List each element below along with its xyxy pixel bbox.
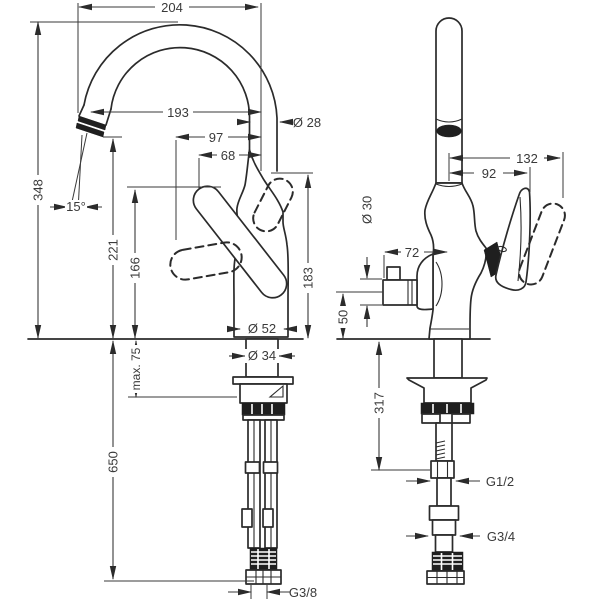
- hose-fitting: [262, 508, 274, 528]
- label-bg: [106, 447, 120, 477]
- hose-coupling: [262, 461, 279, 474]
- dim-thread-lower-label: G3/4: [487, 529, 515, 544]
- mount-nut-right: [451, 413, 471, 424]
- handle-lever-side-dashed: [518, 202, 566, 286]
- handle-lever-front: [192, 185, 288, 299]
- dim-base-dia-label: Ø 52: [248, 321, 276, 336]
- label-bg: [336, 306, 350, 328]
- dim-spout-dia-label: Ø 28: [293, 115, 321, 130]
- label-bg: [242, 322, 282, 336]
- mounting-wedge: [268, 384, 284, 398]
- thread-tick: [435, 440, 446, 444]
- dim-thread-upper-label: G1/2: [486, 474, 514, 489]
- handle-lever-side: [494, 187, 532, 292]
- dim-68-label: 68: [221, 148, 235, 163]
- dim-outlet-height-label: 221: [106, 239, 121, 261]
- spout-outer-arc: [83, 23, 278, 172]
- dim-132-label: 132: [516, 151, 538, 166]
- thread-tick: [435, 456, 446, 460]
- dim-spout-reach-label: 193: [167, 105, 189, 120]
- dim-97-label: 97: [209, 130, 223, 145]
- thread-tick: [435, 444, 446, 448]
- front-view: [27, 23, 304, 585]
- dim-166-label: 166: [128, 257, 143, 279]
- handle-inner-line: [517, 196, 522, 282]
- side-view-dimensions: 132 92 Ø 30 72 50 317 G1/2 G3/: [336, 151, 564, 544]
- dim-valve-height-label: 50: [336, 310, 351, 324]
- thread-tick: [435, 452, 446, 456]
- label-bg: [301, 263, 315, 293]
- spout-inner-arc: [110, 46, 251, 152]
- g34-adapter-bottom: [431, 519, 457, 536]
- side-view: [336, 17, 566, 585]
- valve-transition: [416, 253, 434, 311]
- spout-tube-side: [435, 17, 463, 184]
- aerator-side: [436, 124, 462, 138]
- thread-block-side: [431, 551, 464, 572]
- dim-angle-label: 15°: [66, 199, 86, 214]
- thread-tick: [435, 448, 446, 452]
- faucet-body-side: [423, 182, 488, 340]
- washer-front: [242, 414, 285, 421]
- front-view-dimensions: 204 348 193 97 68 Ø 28 15°: [30, 0, 321, 600]
- dim-shank-dia-label: Ø 34: [248, 348, 276, 363]
- g34-adapter-top: [428, 505, 460, 521]
- supply-pipe-2: [436, 477, 452, 507]
- label-bg: [372, 388, 386, 418]
- label-bg: [65, 200, 87, 213]
- label-bg: [129, 345, 143, 393]
- valve-stem: [386, 266, 401, 281]
- handle-lever-front-dashed-up: [252, 177, 294, 233]
- dim-92-label: 92: [482, 166, 496, 181]
- hose-coupling: [244, 461, 261, 474]
- dim-hose-thread-label: G3/8: [289, 585, 317, 600]
- label-bg: [106, 235, 120, 265]
- supply-pipe-3: [434, 534, 454, 553]
- dim-pipe-length-label: 317: [372, 392, 387, 414]
- label-bg: [128, 253, 142, 283]
- handle-detail-dot: [497, 245, 507, 253]
- angle-line: [69, 132, 88, 212]
- seal-front: [241, 402, 286, 416]
- dim-total-height-label: 348: [31, 179, 46, 201]
- body-joint-line: [435, 183, 463, 188]
- g12-nut: [430, 460, 455, 479]
- shank-side: [433, 338, 463, 379]
- escutcheon-side: [406, 377, 488, 404]
- valve-shoulder: [435, 261, 443, 307]
- dim-total-width-label: 204: [161, 0, 183, 15]
- label-bg: [31, 175, 45, 205]
- mount-nut-left: [421, 413, 441, 424]
- angle-line: [77, 134, 83, 212]
- hose-fitting: [241, 508, 253, 528]
- dim-valve-dia-label: Ø 30: [360, 196, 375, 224]
- mounting-block-front: [239, 383, 288, 404]
- flange-front: [232, 376, 294, 385]
- handle-lever-front-dashed-down: [169, 241, 243, 281]
- dim-max-thickness-label: max. 75: [129, 347, 143, 390]
- dim-handle-max-height-label: 183: [301, 267, 316, 289]
- label-bg: [245, 349, 279, 363]
- tube-step: [435, 118, 463, 123]
- dim-hose-length-label: 650: [106, 451, 121, 473]
- dim-72-label: 72: [405, 245, 419, 260]
- aerator-band-1: [77, 115, 107, 131]
